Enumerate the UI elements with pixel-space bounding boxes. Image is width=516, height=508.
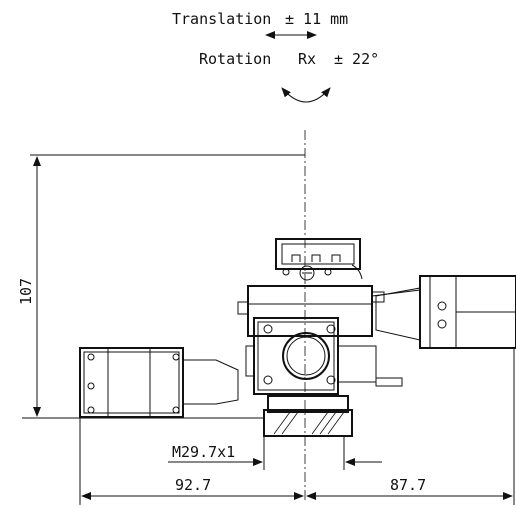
translation-label: Translation <box>172 10 271 28</box>
rotation-value: ± 22° <box>334 50 379 68</box>
central-stage <box>237 238 421 437</box>
left-motor <box>79 347 239 418</box>
right-width-value: 87.7 <box>390 476 426 494</box>
thread-dimension-value: M29.7x1 <box>172 443 235 461</box>
rotation-label: Rotation <box>199 50 271 68</box>
rotation-arrow <box>281 87 331 103</box>
right-motor <box>375 275 516 349</box>
translation-value: ± 11 mm <box>285 10 348 28</box>
height-dimension-value: 107 <box>17 278 35 305</box>
rotation-axis: Rx <box>298 50 316 68</box>
left-width-value: 92.7 <box>175 476 211 494</box>
